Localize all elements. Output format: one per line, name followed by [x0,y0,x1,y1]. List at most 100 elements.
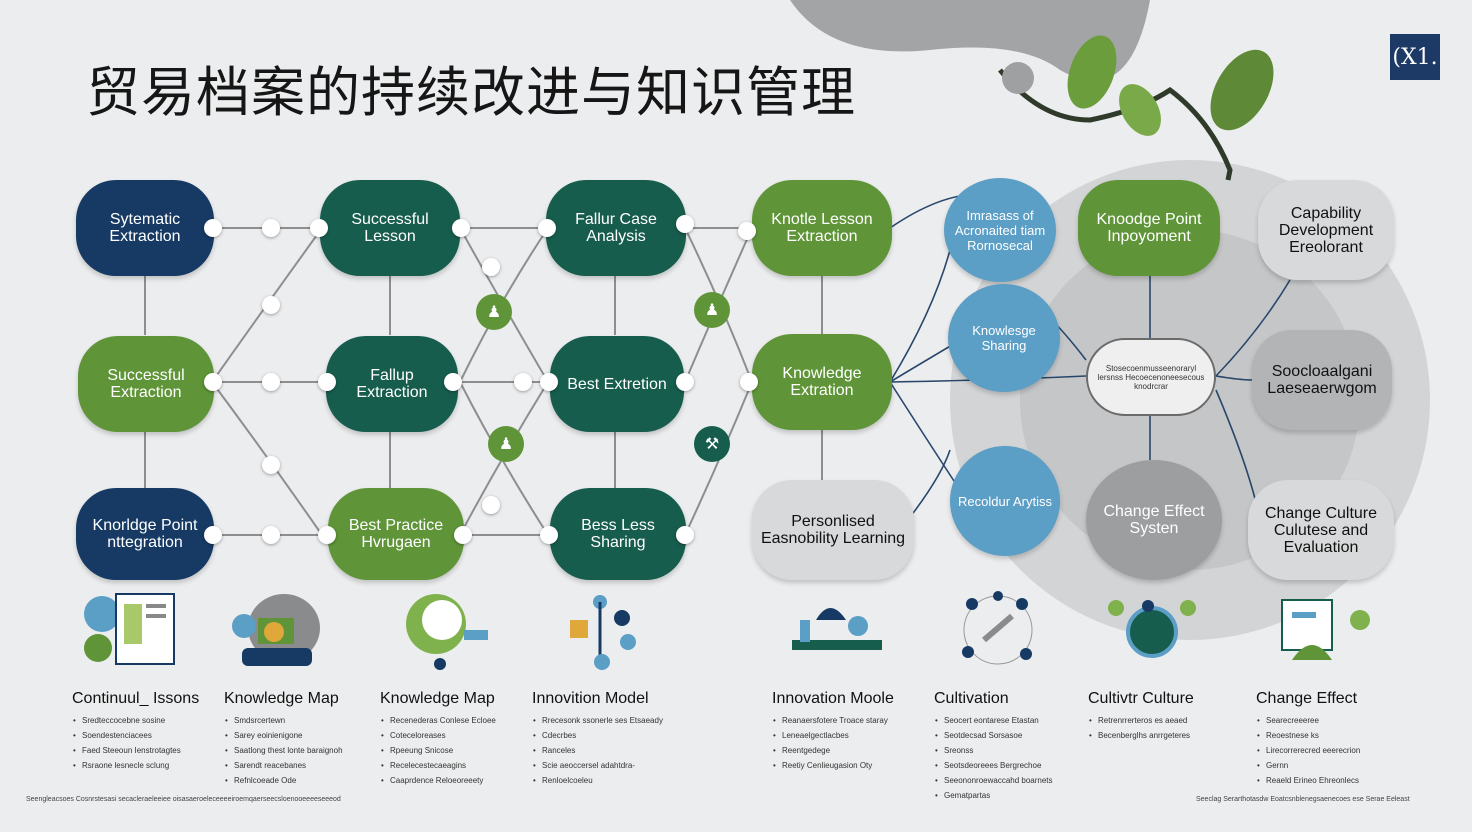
connector-dot [482,496,500,514]
column-title: Cultivtr Culture [1088,690,1194,707]
node-knowle-lesson-extraction[interactable]: Knotle Lesson Extraction [752,180,892,276]
connector-dot [454,526,472,544]
connector-dot [310,219,328,237]
connector-dot [482,258,500,276]
connector-dot [540,373,558,391]
knowledge-map-illustration-icon [406,594,488,670]
column-innovation-mode: Innovation Moole Reanaersfotere Troace s… [772,690,942,776]
list-item: Reanaersfotere Troace staray [773,716,942,725]
column-knowledge-map-2: Knowledge Map Recenederas Conlese Ecloee… [380,690,550,791]
list-item: Gernn [1257,761,1426,770]
list-item: Recelecestecaeagins [381,761,550,770]
node-knowledge-extraction[interactable]: Knowledge Extration [752,334,892,430]
person-map-illustration-icon [232,594,320,666]
leaf-2 [1210,49,1274,131]
connector-dot [204,373,222,391]
node-successful-lesson[interactable]: Successful Lesson [320,180,460,276]
list-item: Soendestenciacees [73,731,242,740]
list-item: Seocert eontarese Etastan [935,716,1104,725]
list-item: Retrenrrerteros es aeaed [1089,716,1258,725]
list-item: Rsraone lesnecle sclung [73,761,242,770]
footer-note-left: Seengleacsoes Cosnrstesasi secacleraelee… [26,796,341,803]
connector-dot [452,219,470,237]
connector-dot [262,219,280,237]
change-effect-illustration-icon [1281,599,1370,660]
column-innovation-model: Innovition Model Rrecesonk ssonerle ses … [532,690,702,791]
node-knowledge-point-improvement[interactable]: Knoodge Point Inpoyoment [1078,180,1220,276]
node-successful-extraction[interactable]: Successful Extraction [78,336,214,432]
list-item: Seotsdeoreees Bergrechoe [935,761,1104,770]
connector-dot [738,222,756,240]
connector-dot [262,373,280,391]
column-knowledge-map: Knowledge Map Smdsrcertewn Sarey eoinien… [224,690,394,791]
list-item: Searecreeeree [1257,716,1426,725]
innovation-model-illustration-icon [570,595,636,670]
list-item: Reentgedege [773,746,942,755]
document-illustration-icon [84,593,175,665]
connector-dot [676,373,694,391]
list-item: Rpeeung Snicose [381,746,550,755]
node-best-lesson-sharing[interactable]: Bess Less Sharing [550,488,686,580]
column-title: Knowledge Map [380,690,495,707]
footer-note-right: Seeclag Serarthotasdw Eoatcsnblenegsaene… [1196,796,1410,803]
node-failure-extraction[interactable]: Fallup Extraction [326,336,458,432]
node-failure-case-analysis[interactable]: Fallur Case Analysis [546,180,686,276]
list-item: Renloelcoeleu [533,776,702,785]
column-title: Innovition Model [532,690,649,707]
connector-dot [514,373,532,391]
list-item: Seotdecsad Sorsasoe [935,731,1104,740]
column-title: Continuul_ Issons [72,690,200,707]
connector-dot [444,373,462,391]
connector-dot [204,526,222,544]
innovation-lab-illustration-icon [792,608,882,650]
node-change-effect-system[interactable]: Change Effect Systen [1086,460,1222,580]
list-item: Gematpartas [935,791,1104,800]
node-personalised-learning[interactable]: Personlised Easnobility Learning [752,480,914,580]
list-item: Refnlcoeade Ode [225,776,394,785]
list-item: Recenederas Conlese Ecloee [381,716,550,725]
column-change-effect: Change Effect Searecreeeree Reoestnese k… [1256,690,1426,791]
connector-dot [318,526,336,544]
list-item: Smdsrcertewn [225,716,394,725]
list-item: Caaprdence Reloeoreeety [381,776,550,785]
list-item: Reetiy Cenlieugasion Oty [773,761,942,770]
node-social-learning[interactable]: Soocloaalgani Laeseaerwgom [1252,330,1392,430]
column-continuous-lessons: Continuul_ Issons Sredteccocebne sosine … [72,690,242,776]
list-item: Sredteccocebne sosine [73,716,242,725]
node-best-practice[interactable]: Best Practice Hvrugaen [328,488,464,580]
connector-dot [676,526,694,544]
group-icon: ♟ [488,426,524,462]
connector-dot [204,219,222,237]
culture-globe-illustration-icon [1108,600,1196,658]
list-item: Coteceloreases [381,731,550,740]
connector-dot [540,526,558,544]
connector-dot [676,215,694,233]
cultivation-network-illustration-icon [962,591,1033,665]
node-recolder-analysis[interactable]: Recoldur Arytiss [950,446,1060,556]
connector-dot [262,456,280,474]
list-item: Becenberglhs anrrgeteres [1089,731,1258,740]
node-change-culture-evaluation[interactable]: Change Culture Culutese and Evaluation [1248,480,1394,580]
column-title: Innovation Moole [772,690,894,707]
list-item: Saatlong thest lonte baraignoh [225,746,394,755]
people-icon: ♟ [476,294,512,330]
connector-dot [262,296,280,314]
column-title: Cultivation [934,690,1009,707]
list-item: Reaeld Erineo Ehreonlecs [1257,776,1426,785]
page-title: 贸易档案的持续改进与知识管理 [86,61,856,124]
node-acronaited-tiam[interactable]: Imrasass of Acronaited tiam Rornosecal [944,178,1056,282]
central-hub[interactable]: Stosecoenmusseenoraryl lersnss Hecoeceno… [1086,338,1216,416]
node-capability-development[interactable]: Capability Development Ereolorant [1258,180,1394,280]
node-knowledge-sharing[interactable]: Knowlesge Sharing [948,284,1060,392]
list-item: Lirecorrerecred eeerecrion [1257,746,1426,755]
node-best-extraction[interactable]: Best Extretion [550,336,684,432]
column-culture: Cultivtr Culture Retrenrrerteros es aeae… [1088,690,1258,746]
list-item: Ranceles [533,746,702,755]
list-item: Leneaelgectlacbes [773,731,942,740]
node-systematic-extraction[interactable]: Sytematic Extraction [76,180,214,276]
list-item: Cdecrbes [533,731,702,740]
list-item: Rrecesonk ssonerle ses Etsaeady [533,716,702,725]
node-knowledge-point-integration[interactable]: Knorldge Point nttegration [76,488,214,580]
list-item: Seeononroewaccahd boarnets [935,776,1104,785]
list-item: Faed Steeoun Ienstrotagtes [73,746,242,755]
